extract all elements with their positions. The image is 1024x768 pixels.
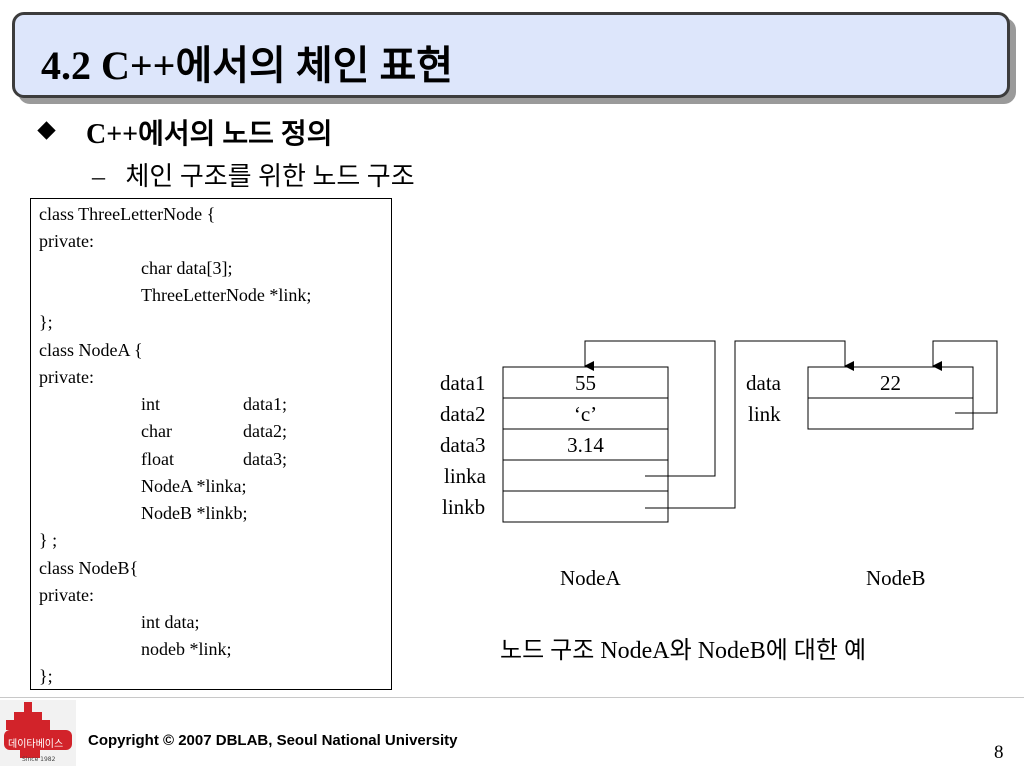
nodeB-link-pointer-arrow — [932, 340, 998, 414]
code-line: int data; — [141, 612, 200, 632]
code-line: }; — [39, 666, 53, 686]
code-line: nodeb *link; — [141, 639, 232, 659]
nodeA-value: ‘c’ — [573, 402, 598, 426]
logo-text: 데이타베이스 — [8, 739, 64, 750]
nodeB-field-label: link — [748, 402, 781, 426]
nodeA-value: 3.14 — [567, 433, 604, 457]
code-line: ThreeLetterNode *link; — [141, 285, 312, 305]
sub-bullet-item: – 체인 구조를 위한 노드 구조 — [92, 156, 415, 193]
code-line: } ; — [39, 530, 58, 550]
nodeA-field-label: data2 — [440, 402, 486, 426]
code-type: float — [141, 449, 174, 469]
code-member: data2; — [243, 421, 287, 441]
nodeA-field-label: data3 — [440, 433, 486, 457]
code-line: }; — [39, 312, 53, 332]
page-title: 4.2 C++에서의 체인 표현 — [41, 43, 454, 88]
logo-subtext: Since 1982 — [22, 756, 56, 763]
copyright-text: Copyright © 2007 DBLAB, Seoul National U… — [88, 732, 458, 749]
nodeA-name: NodeA — [560, 566, 621, 590]
sub-bullet-dash: – — [92, 162, 105, 191]
nodeB-field-label: data — [746, 371, 781, 395]
page-number: 8 — [994, 742, 1004, 763]
nodeB-name: NodeB — [866, 566, 926, 590]
code-line: class NodeB{ — [39, 558, 139, 578]
nodeA-box — [502, 366, 669, 523]
nodeB-value: 22 — [880, 371, 901, 395]
footer-divider — [0, 697, 1024, 698]
nodeA-field-label: linka — [444, 464, 486, 488]
code-type: int — [141, 394, 161, 414]
code-line: private: — [39, 367, 94, 387]
nodeA-field-label: linkb — [442, 495, 486, 519]
code-line: private: — [39, 231, 94, 251]
code-block: class ThreeLetterNode { private: char da… — [30, 198, 392, 690]
code-member: data3; — [243, 449, 287, 469]
code-line: class NodeA { — [39, 340, 143, 360]
code-line: class ThreeLetterNode { — [39, 204, 216, 224]
title-banner: 4.2 C++에서의 체인 표현 — [12, 12, 1010, 98]
nodeA-value: 55 — [575, 371, 596, 395]
code-member: data1; — [243, 394, 287, 414]
sub-bullet-text: 체인 구조를 위한 노드 구조 — [125, 162, 415, 191]
code-line: NodeB *linkb; — [141, 503, 248, 523]
bullet-text: C++에서의 노드 정의 — [86, 119, 333, 150]
nodeA-field-label: data1 — [440, 371, 486, 395]
diagram-caption: 노드 구조 NodeA와 NodeB에 대한 예 — [500, 638, 867, 664]
nodeB-box — [807, 366, 974, 430]
code-line: char data[3]; — [141, 258, 233, 278]
code-line: NodeA *linka; — [141, 476, 247, 496]
code-type: char — [141, 421, 172, 441]
dblab-logo-icon — [0, 700, 76, 766]
code-line: private: — [39, 585, 94, 605]
linka-pointer-arrow — [584, 340, 716, 477]
linkb-pointer-arrow — [645, 340, 854, 509]
